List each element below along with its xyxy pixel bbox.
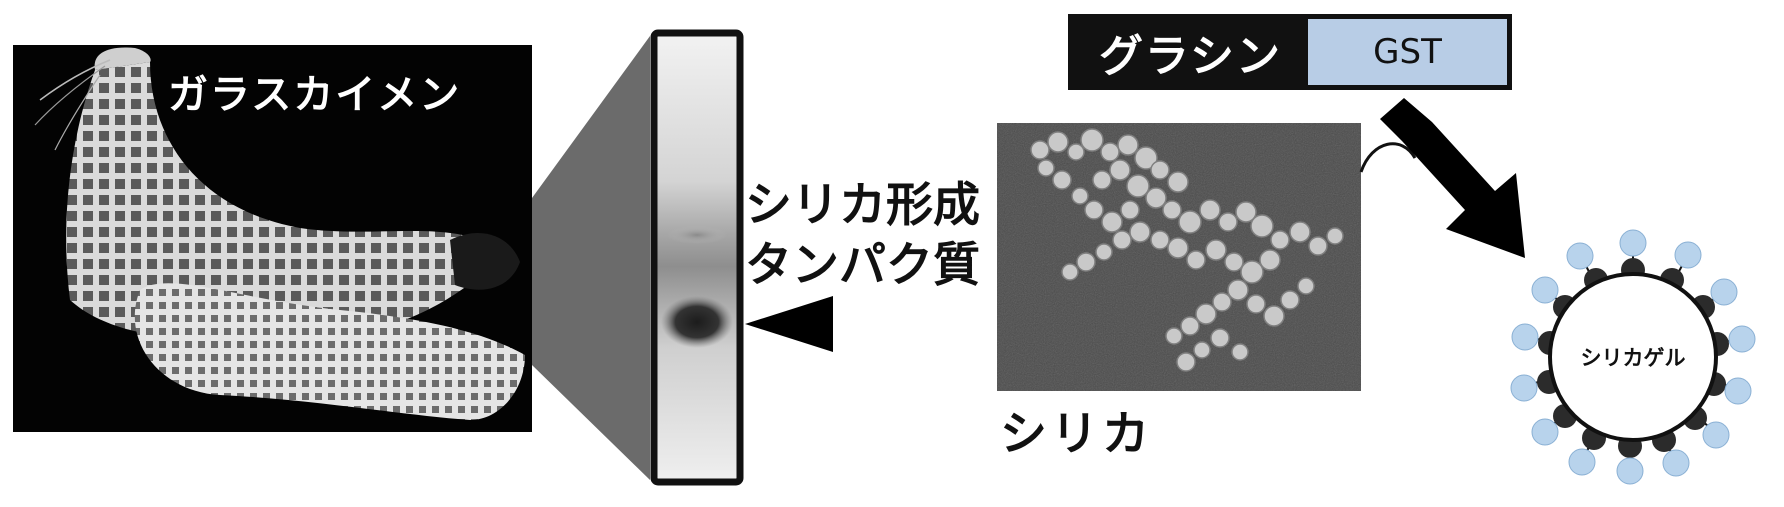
- silica-gel-bead: [1510, 229, 1756, 485]
- gst-domain: GST: [1308, 19, 1507, 85]
- protein-label-line1: シリカ形成: [745, 178, 980, 233]
- connector-curve: [1359, 142, 1417, 173]
- silica-label: シリカ: [1000, 407, 1153, 462]
- gel-minor-band: [667, 226, 727, 244]
- sponge-label: ガラスカイメン: [168, 72, 462, 118]
- sponge-photo: [13, 45, 532, 432]
- protein-label: シリカ形成 タンパク質: [745, 176, 980, 296]
- silica-gel-label: シリカゲル: [1580, 346, 1686, 370]
- gel-lane: [650, 29, 744, 486]
- fusion-protein-construct: グラシン GST: [1068, 14, 1512, 90]
- glassin-domain: グラシン: [1098, 31, 1283, 82]
- band-pointer-arrow: [745, 296, 833, 352]
- silica-sem-image: [997, 123, 1361, 391]
- protein-label-line2: タンパク質: [745, 238, 980, 293]
- binding-arrow: [1380, 98, 1525, 258]
- gel-zoom-wedge: [532, 36, 650, 480]
- gel-major-band: [661, 296, 733, 348]
- sponge-upper-tube: [66, 62, 505, 341]
- sponge-lower-tube: [134, 283, 525, 420]
- silica-gel-core: [1548, 272, 1718, 442]
